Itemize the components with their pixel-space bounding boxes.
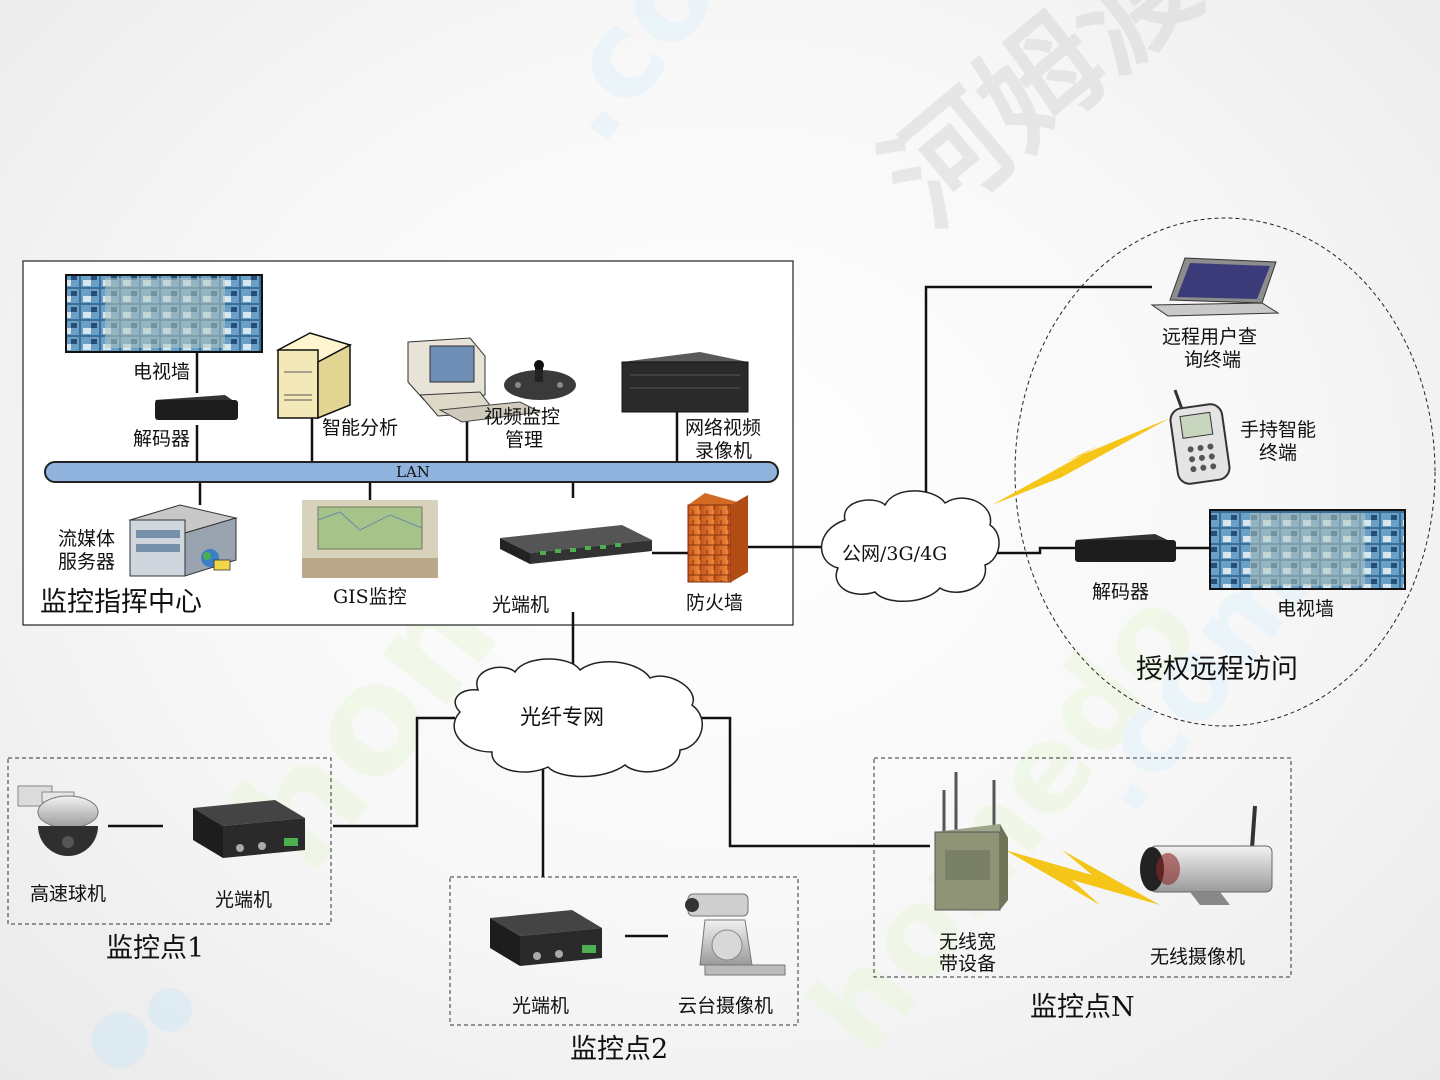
remote-decoder-label: 解码器	[1092, 581, 1150, 603]
site2-optical-terminal-label: 光端机	[512, 995, 570, 1017]
gis-room-icon	[302, 500, 438, 578]
firewall-label: 防火墙	[686, 592, 744, 614]
decoder-label: 解码器	[133, 428, 191, 450]
handheld-terminal-icon	[1169, 389, 1231, 485]
wireless-device-icon	[934, 772, 1008, 911]
decoder-icon	[155, 395, 238, 420]
svg-text:河姆渡: 河姆渡	[859, 0, 1224, 252]
remote-query-label-1: 远程用户查	[1162, 326, 1258, 348]
laptop-icon	[1150, 257, 1280, 317]
remote-decoder-icon	[1075, 534, 1176, 562]
dome-camera-icon	[17, 785, 99, 856]
lan-bus	[44, 461, 779, 483]
smart-analysis-label: 智能分析	[322, 417, 399, 439]
workstation-icon	[407, 337, 542, 423]
center-optical-terminal-label: 光端机	[492, 594, 550, 616]
connection-lines	[108, 285, 1212, 938]
tv-wall-label: 电视墙	[133, 361, 191, 383]
streaming-server-label-1: 流媒体	[58, 528, 116, 550]
site2-box	[449, 876, 799, 1026]
handheld-label-2: 终端	[1259, 442, 1298, 464]
site1-title: 监控点1	[106, 933, 205, 964]
remote-query-label-2: 询终端	[1184, 349, 1242, 371]
wireless-signal-icon	[992, 418, 1170, 505]
dome-camera-label: 高速球机	[30, 883, 107, 905]
site2-title: 监控点2	[570, 1034, 669, 1065]
wireless-device-label-1: 无线宽	[939, 931, 997, 953]
svg-text:.com: .com	[513, 0, 822, 168]
site1-optical-terminal-label: 光端机	[215, 889, 273, 911]
streaming-server-label-2: 服务器	[58, 551, 116, 573]
ptz-camera-icon	[685, 893, 786, 976]
remote-tv-wall-label: 电视墙	[1277, 598, 1335, 620]
siteN-title: 监控点N	[1030, 992, 1135, 1023]
wireless-camera-label: 无线摄像机	[1150, 946, 1246, 968]
nvr-icon	[621, 352, 749, 413]
handheld-label-1: 手持智能	[1240, 419, 1317, 441]
fiber-network-label: 光纤专网	[520, 705, 604, 729]
wireless-device-label-2: 带设备	[939, 953, 997, 975]
tv-wall-icon	[65, 274, 263, 353]
nvr-label-2: 录像机	[695, 440, 753, 462]
remote-tv-wall-icon	[1209, 509, 1406, 590]
gis-label: GIS监控	[333, 586, 407, 608]
streaming-server-icon	[128, 504, 238, 577]
video-mgmt-label-2: 管理	[505, 429, 544, 451]
public-network-cloud-icon	[820, 490, 1000, 603]
joystick-icon	[504, 360, 576, 400]
site1-optical-terminal-icon	[193, 800, 305, 858]
lan-label: LAN	[396, 463, 430, 481]
fiber-network-cloud-icon	[453, 658, 703, 778]
siteN-box	[873, 757, 1292, 978]
firewall-icon	[687, 493, 748, 583]
video-mgmt-label-1: 视频监控	[484, 406, 561, 428]
optical-terminal-rack-icon	[500, 525, 652, 564]
nvr-label-1: 网络视频	[685, 417, 762, 439]
site1-box	[7, 757, 332, 925]
ptz-camera-label: 云台摄像机	[678, 995, 774, 1017]
site2-optical-terminal-icon	[490, 910, 602, 966]
wireless-camera-icon	[1140, 805, 1273, 905]
public-network-label: 公网/3G/4G	[842, 543, 948, 565]
wireless-link-icon	[1005, 850, 1160, 905]
remote-access-title: 授权远程访问	[1136, 654, 1298, 685]
server-tower-icon	[276, 332, 352, 420]
remote-access-region	[1014, 217, 1436, 727]
command-center-title: 监控指挥中心	[40, 587, 202, 618]
